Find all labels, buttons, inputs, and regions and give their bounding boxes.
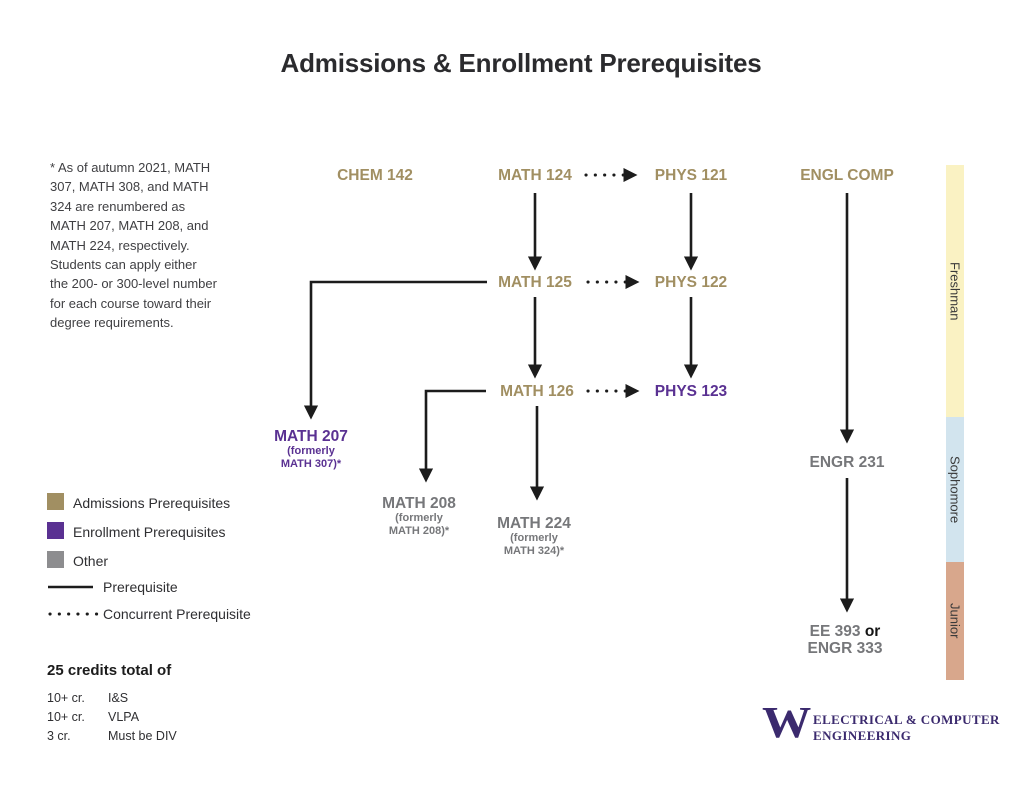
renumbering-footnote: * As of autumn 2021, MATH 307, MATH 308,… (50, 160, 217, 331)
legend-concurrent-label: Concurrent Prerequisite (103, 606, 251, 622)
node-engr-333-label: ENGR 333 (807, 640, 883, 657)
node-math-124: MATH 124 (498, 167, 572, 184)
legend-other-label: Other (73, 553, 109, 569)
node-phys-121: PHYS 121 (654, 167, 728, 184)
node-math-224: MATH 224 (formerly MATH 324)* (497, 515, 571, 557)
credit-row-1-label: I&S (108, 691, 129, 705)
credit-row-2-label: VLPA (108, 710, 140, 724)
node-phys-122: PHYS 122 (654, 274, 728, 291)
node-math-207-old-number: MATH 307)* (280, 457, 342, 470)
node-math-224-formerly: (formerly (510, 532, 558, 544)
timeline-freshman-label: Freshman (947, 261, 963, 321)
node-or-text: or (864, 623, 881, 640)
legend-admissions-swatch (47, 493, 64, 510)
node-phys-123: PHYS 123 (654, 383, 728, 400)
node-math-207-formerly: (formerly (287, 445, 335, 457)
node-math-208-old-number: MATH 208)* (388, 524, 450, 537)
department-wordmark-line2: ENGINEERING (813, 728, 912, 743)
credits-heading: 25 credits total of (47, 662, 172, 679)
arrow-math125-math207 (303, 280, 487, 420)
node-math-224-old-number: MATH 324)* (503, 544, 565, 557)
timeline-sophomore-segment: Sophomore (946, 417, 964, 562)
node-math-208: MATH 208 (formerly MATH 208)* (382, 495, 456, 537)
legend-other-swatch (47, 551, 64, 568)
node-ee-393-or-engr-333: EE 393 or ENGR 333 (808, 623, 883, 657)
node-engr-231: ENGR 231 (809, 454, 885, 471)
credit-row-2-amount: 10+ cr. (47, 710, 85, 724)
node-math-207-label: MATH 207 (274, 428, 348, 445)
legend-admissions-label: Admissions Prerequisites (73, 495, 231, 511)
node-math-126: MATH 126 (500, 383, 574, 400)
department-wordmark-line1: ELECTRICAL & COMPUTER (813, 712, 1000, 727)
node-chem-142: CHEM 142 (337, 167, 413, 184)
timeline-junior-label: Junior (947, 603, 963, 639)
legend-concurrent-line (48, 612, 99, 616)
node-math-208-formerly: (formerly (395, 512, 443, 524)
department-wordmark: ELECTRICAL & COMPUTER ENGINEERING (813, 712, 1000, 744)
legend-prerequisite-line (48, 585, 93, 589)
timeline-sophomore-label: Sophomore (947, 455, 963, 524)
page-title: Admissions & Enrollment Prerequisites (280, 48, 762, 78)
legend-prerequisite-label: Prerequisite (103, 579, 178, 595)
legend-enrollment-label: Enrollment Prerequisites (73, 524, 226, 540)
uw-w-logo-icon: W (762, 698, 812, 747)
node-math-224-label: MATH 224 (497, 515, 571, 532)
node-engl-comp: ENGL COMP (800, 167, 894, 184)
credit-row-3-label: Must be DIV (108, 729, 177, 743)
node-ee-393-label: EE 393 (809, 623, 861, 640)
node-math-207: MATH 207 (formerly MATH 307)* (274, 428, 348, 470)
credit-row-1-amount: 10+ cr. (47, 691, 85, 705)
timeline-junior-segment: Junior (946, 562, 964, 680)
node-math-125: MATH 125 (498, 274, 572, 291)
credit-row-3-amount: 3 cr. (47, 729, 71, 743)
arrow-math126-math208 (418, 389, 486, 483)
timeline-freshman-segment: Freshman (946, 165, 964, 417)
node-math-208-label: MATH 208 (382, 495, 456, 512)
legend-enrollment-swatch (47, 522, 64, 539)
